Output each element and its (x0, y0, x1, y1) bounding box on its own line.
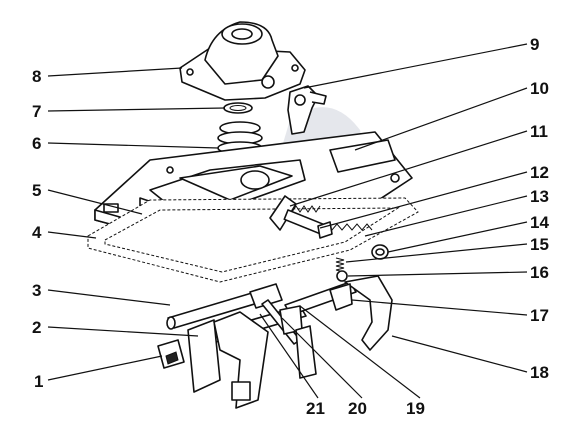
callout-2: 2 (32, 318, 41, 337)
callout-21: 21 (306, 399, 325, 418)
callout-12: 12 (530, 163, 549, 182)
callout-18: 18 (530, 363, 549, 382)
callout-5: 5 (32, 181, 41, 200)
callout-6: 6 (32, 134, 41, 153)
callout-19: 19 (406, 399, 425, 418)
shifter-housing (179, 21, 306, 101)
callout-7: 7 (32, 102, 41, 121)
selector-finger (249, 283, 317, 379)
leader-lines (47, 43, 528, 399)
callout-14: 14 (530, 213, 549, 232)
callout-labels: 8 7 6 5 4 3 2 1 9 10 11 12 13 14 15 16 1… (32, 35, 549, 418)
callout-17: 17 (530, 306, 549, 325)
gasket (87, 197, 419, 283)
detent-ball (336, 270, 348, 282)
shift-fork-left (157, 311, 269, 409)
callout-11: 11 (530, 122, 548, 141)
callout-20: 20 (348, 399, 367, 418)
cap-nut (371, 244, 389, 260)
callout-9: 9 (530, 35, 539, 54)
callout-10: 10 (530, 79, 549, 98)
selector-lever (287, 85, 327, 135)
callout-16: 16 (530, 263, 549, 282)
callout-13: 13 (530, 187, 549, 206)
shift-fork-right (284, 275, 393, 351)
callout-8: 8 (32, 67, 41, 86)
callout-4: 4 (32, 223, 42, 242)
retaining-ring (223, 102, 253, 114)
callout-1: 1 (34, 372, 43, 391)
callout-15: 15 (530, 235, 549, 254)
callout-3: 3 (32, 281, 41, 300)
small-spring (335, 257, 345, 273)
